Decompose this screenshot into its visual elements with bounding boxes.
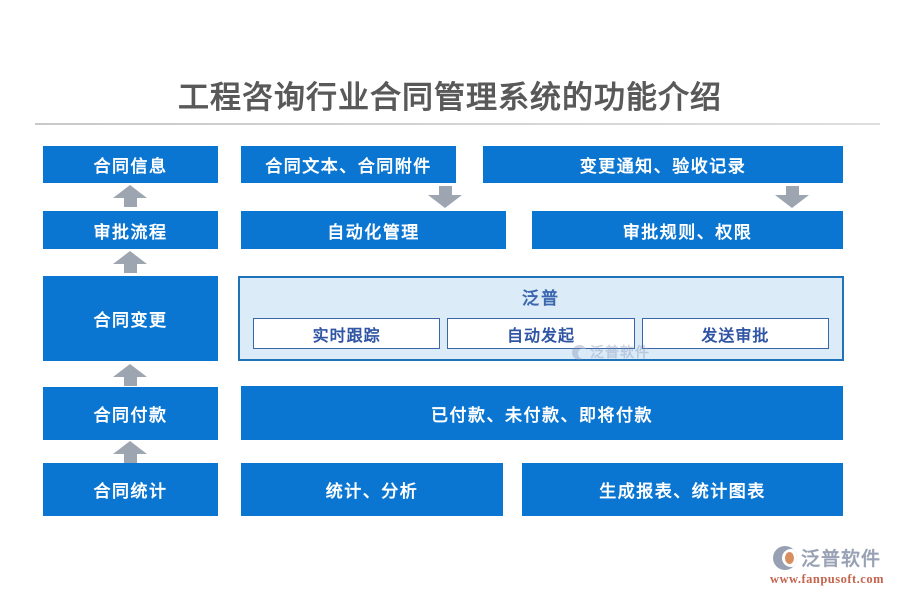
- flow-node-statistics-analysis: 统计、分析: [241, 463, 503, 516]
- flow-node-reports-charts: 生成报表、统计图表: [522, 463, 843, 516]
- down-arrow-stem: [438, 186, 452, 195]
- down-arrow-head: [428, 195, 462, 208]
- flow-node-contract-change: 合同变更: [43, 276, 218, 361]
- up-arrow-stem: [123, 198, 137, 207]
- flow-node-contract-text-attachments: 合同文本、合同附件: [241, 146, 456, 183]
- brand-row: 泛普软件: [772, 544, 881, 571]
- flow-node-automated-management: 自动化管理: [241, 211, 506, 249]
- brand-footer: 泛普软件 www.fanpusoft.com: [770, 544, 884, 587]
- up-arrow-head: [113, 364, 147, 377]
- flow-node-approval-rules-permissions: 审批规则、权限: [532, 211, 843, 249]
- up-arrow-head: [113, 441, 147, 454]
- flow-node-approval-process: 审批流程: [43, 211, 218, 249]
- fanpu-feature-panel: 泛普 实时跟踪 自动发起 发送审批: [238, 276, 844, 361]
- up-arrow-stem: [123, 454, 137, 463]
- flow-node-contract-payment: 合同付款: [43, 387, 218, 440]
- up-arrow-head: [113, 251, 147, 264]
- down-arrow-head: [775, 195, 809, 208]
- watermark: 泛普软件: [572, 342, 650, 362]
- down-arrow-stem: [785, 186, 799, 195]
- flow-node-contract-info: 合同信息: [43, 146, 218, 183]
- watermark-text: 泛普软件: [590, 344, 650, 360]
- up-arrow-icon: [113, 185, 147, 207]
- flow-node-payment-status: 已付款、未付款、即将付款: [241, 386, 843, 440]
- up-arrow-icon: [113, 441, 147, 463]
- page-title: 工程咨询行业合同管理系统的功能介绍: [178, 80, 722, 115]
- fanpu-logo-icon: [772, 545, 797, 570]
- panel-title: 泛普: [522, 289, 560, 308]
- pill-realtime-tracking: 实时跟踪: [253, 318, 441, 349]
- up-arrow-icon: [113, 251, 147, 273]
- panel-pill-row: 实时跟踪 自动发起 发送审批: [253, 318, 829, 349]
- up-arrow-head: [113, 185, 147, 198]
- brand-name: 泛普软件: [800, 549, 881, 570]
- up-arrow-icon: [113, 364, 147, 386]
- title-divider: [35, 123, 880, 125]
- up-arrow-stem: [123, 264, 137, 273]
- down-arrow-icon: [775, 186, 809, 208]
- pill-auto-initiate: 自动发起: [447, 318, 635, 349]
- down-arrow-icon: [428, 186, 462, 208]
- flow-node-change-notice-acceptance: 变更通知、验收记录: [483, 146, 843, 183]
- brand-url: www.fanpusoft.com: [769, 572, 884, 586]
- flow-node-contract-statistics: 合同统计: [43, 463, 218, 516]
- fanpu-logo-icon: [572, 344, 587, 360]
- pill-send-approval: 发送审批: [641, 318, 829, 349]
- up-arrow-stem: [123, 377, 137, 386]
